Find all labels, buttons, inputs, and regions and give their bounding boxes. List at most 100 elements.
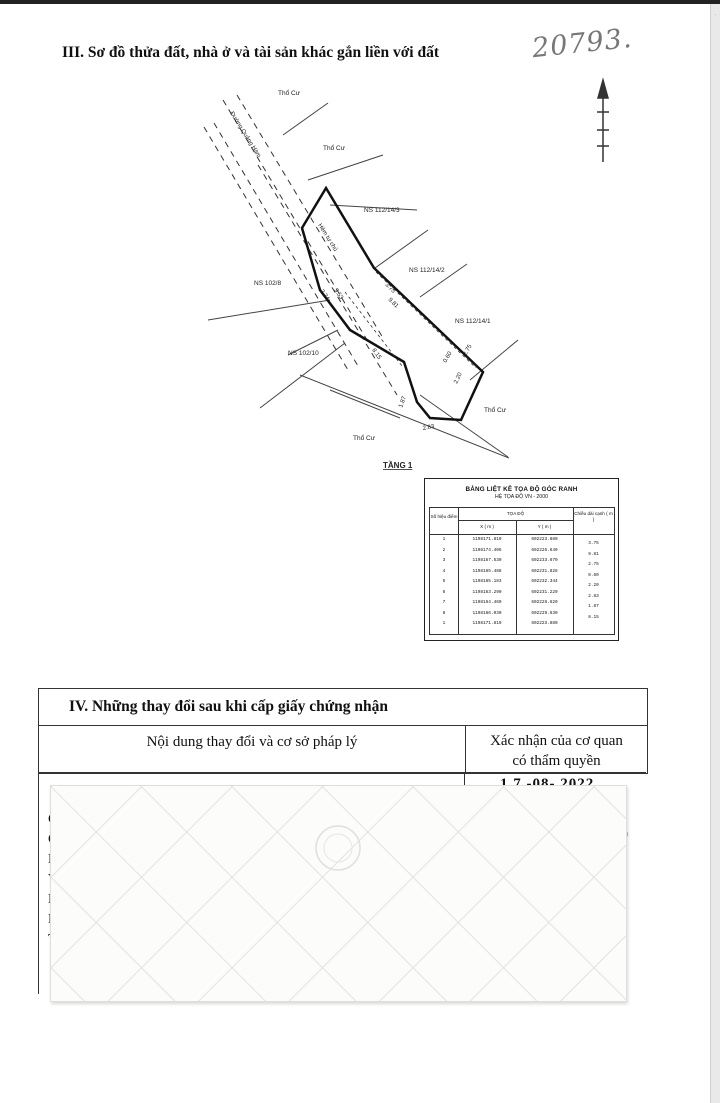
- table-left-border: [38, 772, 39, 994]
- confirm-header-line: Xác nhận của cơ quan: [490, 733, 623, 749]
- table-cell: 3: [442, 558, 446, 563]
- table-row: 1 1198171.810 602223.880: [430, 620, 614, 629]
- table-cell: 1198166.030: [472, 610, 502, 616]
- dimension-lines: [344, 271, 477, 369]
- table-col-divider: [458, 508, 459, 634]
- dimension-label: 9.81: [387, 297, 400, 310]
- table-row: 6 1198163.290 602231.220 2.83: [430, 589, 614, 599]
- table-row: 4 1198165.488 602231.828 0.60: [430, 568, 614, 578]
- confirm-column-header: Xác nhận của cơ quan có thẩm quyền: [466, 731, 647, 771]
- table-cell: 0.60: [588, 572, 599, 578]
- coord-table-title: BẢNG LIỆT KÊ TỌA ĐỘ GÓC RANH: [465, 486, 578, 493]
- plot-label: NS 102/8: [254, 280, 281, 287]
- table-cell: 1198165.183: [472, 579, 502, 584]
- coord-table-subtitle: HỆ TỌA ĐỘ VN - 2000: [495, 494, 548, 500]
- table-cell: 602228.620: [531, 600, 558, 605]
- table-cell: 602223.880: [531, 537, 558, 542]
- plot-label: NS 112/14/2: [409, 267, 445, 274]
- content-column-header: Nội dung thay đổi và cơ sở pháp lý: [146, 734, 358, 750]
- dimension-label: 1.87: [398, 395, 408, 409]
- table-cell: 4: [442, 568, 446, 574]
- table-row: 5 1198165.183 602232.344 2.20: [430, 578, 614, 588]
- table-cell: 1198164.460: [472, 600, 502, 605]
- table-cell: 8: [442, 610, 446, 616]
- table-cell: 602231.828: [531, 568, 558, 574]
- table-row: 2 1198174.406 602226.640 9.81: [430, 547, 614, 557]
- table-cell: 1.87: [588, 604, 599, 609]
- table-col-divider: [573, 508, 574, 634]
- table-cell: 9.81: [588, 551, 599, 557]
- table-row-divider: [458, 520, 573, 521]
- table-cell: 1198174.406: [472, 547, 502, 553]
- table-cell: 8.15: [588, 614, 599, 620]
- dimension-label: 2.83: [422, 424, 435, 432]
- dimension-label: 3.75: [384, 282, 397, 295]
- side-note: ·: [712, 14, 718, 16]
- table-cell: 2: [442, 547, 446, 553]
- table-cell: 602223.880: [531, 621, 558, 626]
- table-row-divider: [430, 534, 614, 535]
- table-header: Y ( m ): [537, 524, 552, 529]
- table-row-divider: [38, 772, 646, 773]
- coordinate-table: BẢNG LIỆT KÊ TỌA ĐỘ GÓC RANH HỆ TỌA ĐỘ V…: [424, 478, 619, 641]
- table-row: 8 1198166.030 602229.630 8.15: [430, 610, 614, 620]
- road-label: Hẻm tự chủ: [316, 222, 339, 252]
- table-cell: 6: [442, 589, 446, 595]
- table-cell: 2.75: [588, 562, 599, 567]
- table-header: Chiều dài cạnh ( m ): [574, 511, 613, 522]
- plot-label: Thổ Cư: [484, 406, 507, 414]
- plot-label: Thổ Cư: [323, 144, 346, 152]
- table-cell: 3.75: [588, 541, 599, 546]
- table-cell: 602229.630: [531, 610, 558, 616]
- road-label: Đường Quảng Hàm: [228, 111, 261, 159]
- confirm-header-line: có thẩm quyền: [512, 753, 601, 769]
- dimension-label: 3.53: [332, 288, 344, 302]
- table-cell: 602232.344: [531, 579, 558, 584]
- table-row: 1 1198171.810 602223.880 3.75: [430, 536, 614, 546]
- land-parcel: [300, 185, 485, 422]
- table-cell: 1198171.810: [472, 537, 502, 542]
- north-arrow-icon: [597, 77, 609, 162]
- diamond-pattern: [51, 786, 626, 1001]
- section-3-title: III. Sơ đồ thửa đất, nhà ở và tài sản kh…: [62, 44, 440, 61]
- table-row: 7 1198164.460 602228.620 1.87: [430, 599, 614, 609]
- land-plot-map: Thổ Cư Thổ Cư NS 112/14/3 NS 112/14/2 NS…: [203, 77, 609, 470]
- table-cell: 602233.670: [531, 558, 558, 563]
- section-4-title: IV. Những thay đổi sau khi cấp giấy chứn…: [69, 698, 388, 715]
- table-cell: 1198163.290: [472, 589, 502, 595]
- paper-cover-overlay: [50, 785, 627, 1002]
- section-4-header: IV. Những thay đổi sau khi cấp giấy chứn…: [39, 689, 647, 726]
- table-cell: 1198171.810: [472, 621, 502, 626]
- dimension-label: 2.75: [463, 343, 474, 357]
- table-row: 3 1198167.530 602233.670 2.75: [430, 557, 614, 567]
- coord-table-grid: Số hiệu điểm TỌA ĐỘ X ( m ) Y ( m ) Chiề…: [429, 507, 615, 635]
- table-header: TỌA ĐỘ: [506, 511, 525, 516]
- dimension-label: 8.15: [370, 348, 382, 362]
- table-header: X ( m ): [480, 524, 494, 529]
- table-cell: 1: [442, 537, 446, 542]
- dimension-label: 0.60: [443, 350, 454, 364]
- table-cell: 1198167.530: [472, 558, 502, 563]
- table-col-divider: [516, 520, 517, 634]
- table-cell: 602231.220: [531, 589, 558, 595]
- map-street-lines: [203, 94, 398, 396]
- dimension-label: 2.74: [318, 289, 330, 303]
- floor-label: TẦNG 1: [383, 460, 413, 470]
- table-cell: 5: [442, 579, 446, 584]
- dimension-label: 2.20: [453, 371, 464, 385]
- neighbor-boundaries: [207, 102, 519, 459]
- table-cell: 1198165.488: [472, 568, 502, 574]
- table-cell: 2.20: [588, 583, 599, 588]
- right-edge-strip: [710, 4, 720, 1103]
- table-header: Số hiệu điểm: [430, 514, 458, 519]
- table-cell: 1: [442, 621, 446, 626]
- top-dark-bar: [0, 0, 720, 4]
- table-cell: 602226.640: [531, 547, 558, 553]
- plot-label: NS 112/14/3: [364, 207, 400, 214]
- section-4-box: IV. Những thay đổi sau khi cấp giấy chứn…: [38, 688, 648, 774]
- plot-label: NS 112/14/1: [455, 318, 491, 325]
- table-cell: 2.83: [588, 593, 599, 599]
- plot-label: Thổ Cư: [353, 434, 376, 442]
- column-divider: [465, 725, 466, 773]
- table-cell: 7: [442, 600, 446, 605]
